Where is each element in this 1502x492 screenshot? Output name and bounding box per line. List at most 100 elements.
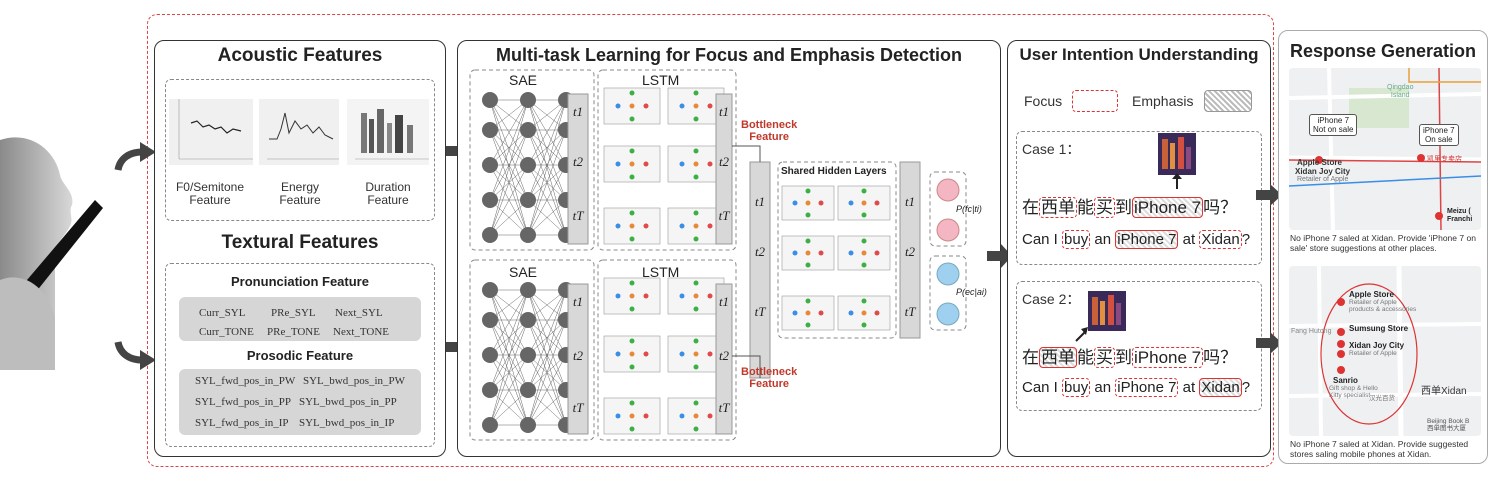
shared-gate — [792, 250, 798, 256]
t-label: tT — [719, 400, 731, 415]
case1-arrow — [1172, 173, 1182, 189]
textural-box — [165, 263, 435, 447]
sae-node — [520, 92, 536, 108]
lstm-gate — [629, 174, 635, 180]
lstm-gate — [679, 103, 685, 109]
shared-gate — [805, 322, 811, 328]
shared-gate — [861, 188, 867, 194]
case2-spectrogram — [1088, 291, 1126, 331]
focus-output-box — [929, 171, 967, 247]
map1-retailer: Retailer of Apple — [1297, 176, 1349, 183]
shared-gate — [861, 250, 867, 256]
sae-node — [520, 417, 536, 433]
en-word: at — [1182, 231, 1196, 248]
t-label: t2 — [905, 244, 916, 259]
t-label: t1 — [719, 294, 729, 309]
map2-xidan-joy: Xidan Joy City — [1349, 341, 1405, 350]
case2-arrow — [1075, 327, 1088, 342]
shared-out-column — [899, 161, 921, 339]
feat-fwd-pw: SYL_fwd_pos_in_PW — [195, 375, 296, 387]
en-focus-word: buy — [1062, 230, 1091, 249]
response-title: Response Generation — [1289, 41, 1477, 61]
shared-gate — [848, 200, 854, 206]
shared-gate — [805, 238, 811, 244]
lstm-gate — [629, 161, 635, 167]
shared-gate — [818, 200, 824, 206]
shared-gate — [805, 298, 811, 304]
bottleneck-label-bottom: Bottleneck Feature — [741, 366, 798, 390]
en-word: ? — [1241, 379, 1251, 396]
feat-bwd-pp: SYL_bwd_pos_in_PP — [299, 396, 397, 408]
map1-apple: Apple Store — [1297, 158, 1342, 167]
prosodic-box — [179, 369, 421, 435]
sae-node — [482, 122, 498, 138]
lstm-gate — [707, 103, 713, 109]
shared-gate — [792, 200, 798, 206]
en-focus-word: buy — [1062, 378, 1091, 397]
lstm-gate — [643, 293, 649, 299]
outer-dashed-frame — [147, 14, 1274, 467]
lstm-gate — [643, 223, 649, 229]
feat-fwd-pp: SYL_fwd_pos_in_PP — [195, 396, 291, 408]
lstm-gate — [615, 351, 621, 357]
en-emph-word: Xidan — [1199, 378, 1242, 397]
zh-word: 吗？ — [1203, 198, 1238, 217]
map2-sanrio-sub: Gift shop & Hello Kitty specialist — [1329, 385, 1378, 399]
zh-word: 在 — [1022, 198, 1039, 217]
lstm-gate — [629, 210, 635, 216]
map1-shop: 凯里专卖店 — [1427, 156, 1462, 163]
feat-curr-syl: Curr_SYL — [199, 307, 246, 319]
sae-label-top: SAE — [509, 72, 538, 88]
feat-bwd-pw: SYL_bwd_pos_in_PW — [303, 375, 406, 387]
lstm-gate — [693, 210, 699, 216]
shared-gate — [861, 310, 867, 316]
lstm-gate — [693, 338, 699, 344]
lstm-gate — [615, 223, 621, 229]
lstm-gate — [615, 161, 621, 167]
lstm-gate — [693, 116, 699, 122]
t-label: t1 — [573, 294, 583, 309]
lstm-gate — [643, 351, 649, 357]
shared-gate — [861, 262, 867, 268]
speaker-silhouette — [0, 137, 103, 370]
lstm-gate — [693, 293, 699, 299]
map2-beijing-book: Beijing Book B 西单图书大厦 — [1427, 418, 1470, 432]
map-1-roads — [1289, 68, 1481, 230]
shared-gate — [861, 200, 867, 206]
lstm-box-bottom — [597, 259, 737, 441]
map2-retailer: Retailer of Apple — [1349, 350, 1397, 357]
lstm-gate — [693, 161, 699, 167]
pronunciation-box — [179, 297, 421, 341]
en-focus-word: Xidan — [1199, 230, 1242, 249]
sae-node — [482, 157, 498, 173]
sae-node — [482, 227, 498, 243]
shared-gate — [805, 188, 811, 194]
case1-spectrogram — [1158, 133, 1196, 175]
map2-apple-sub: Retailer of Apple products & accessories — [1349, 299, 1417, 313]
arrows-to-response — [1256, 184, 1282, 354]
lstm-gate — [629, 338, 635, 344]
feat-fwd-ip: SYL_fwd_pos_in_IP — [195, 417, 289, 429]
map1-not-on-sale-callout: iPhone 7 Not on sale — [1309, 114, 1358, 136]
lstm-label-top: LSTM — [642, 72, 680, 88]
zh-focus-word: 买 — [1094, 347, 1115, 368]
shared-gate — [848, 310, 854, 316]
sae-node — [482, 192, 498, 208]
feat-next-syl: Next_SYL — [335, 307, 383, 319]
t-label: t2 — [573, 348, 584, 363]
map2-xidan-cn: 西单Xidan — [1421, 386, 1467, 397]
sae-node — [520, 282, 536, 298]
sae-label-bottom: SAE — [509, 264, 538, 280]
map1-meizu: Meizu ( Franchi — [1447, 208, 1473, 223]
feat-curr-tone: Curr_TONE — [199, 326, 254, 338]
sae-box-top — [469, 69, 595, 251]
en-word: an — [1094, 231, 1112, 248]
sae-node — [520, 157, 536, 173]
shared-gate — [818, 250, 824, 256]
t-column-out-bottom — [715, 283, 733, 435]
sae-node — [520, 122, 536, 138]
lstm-gate — [629, 148, 635, 154]
case1-label: Case 1： — [1022, 141, 1081, 157]
case2-en-sentence: Can I buy an iPhone 7 at Xidan? — [1022, 378, 1251, 397]
